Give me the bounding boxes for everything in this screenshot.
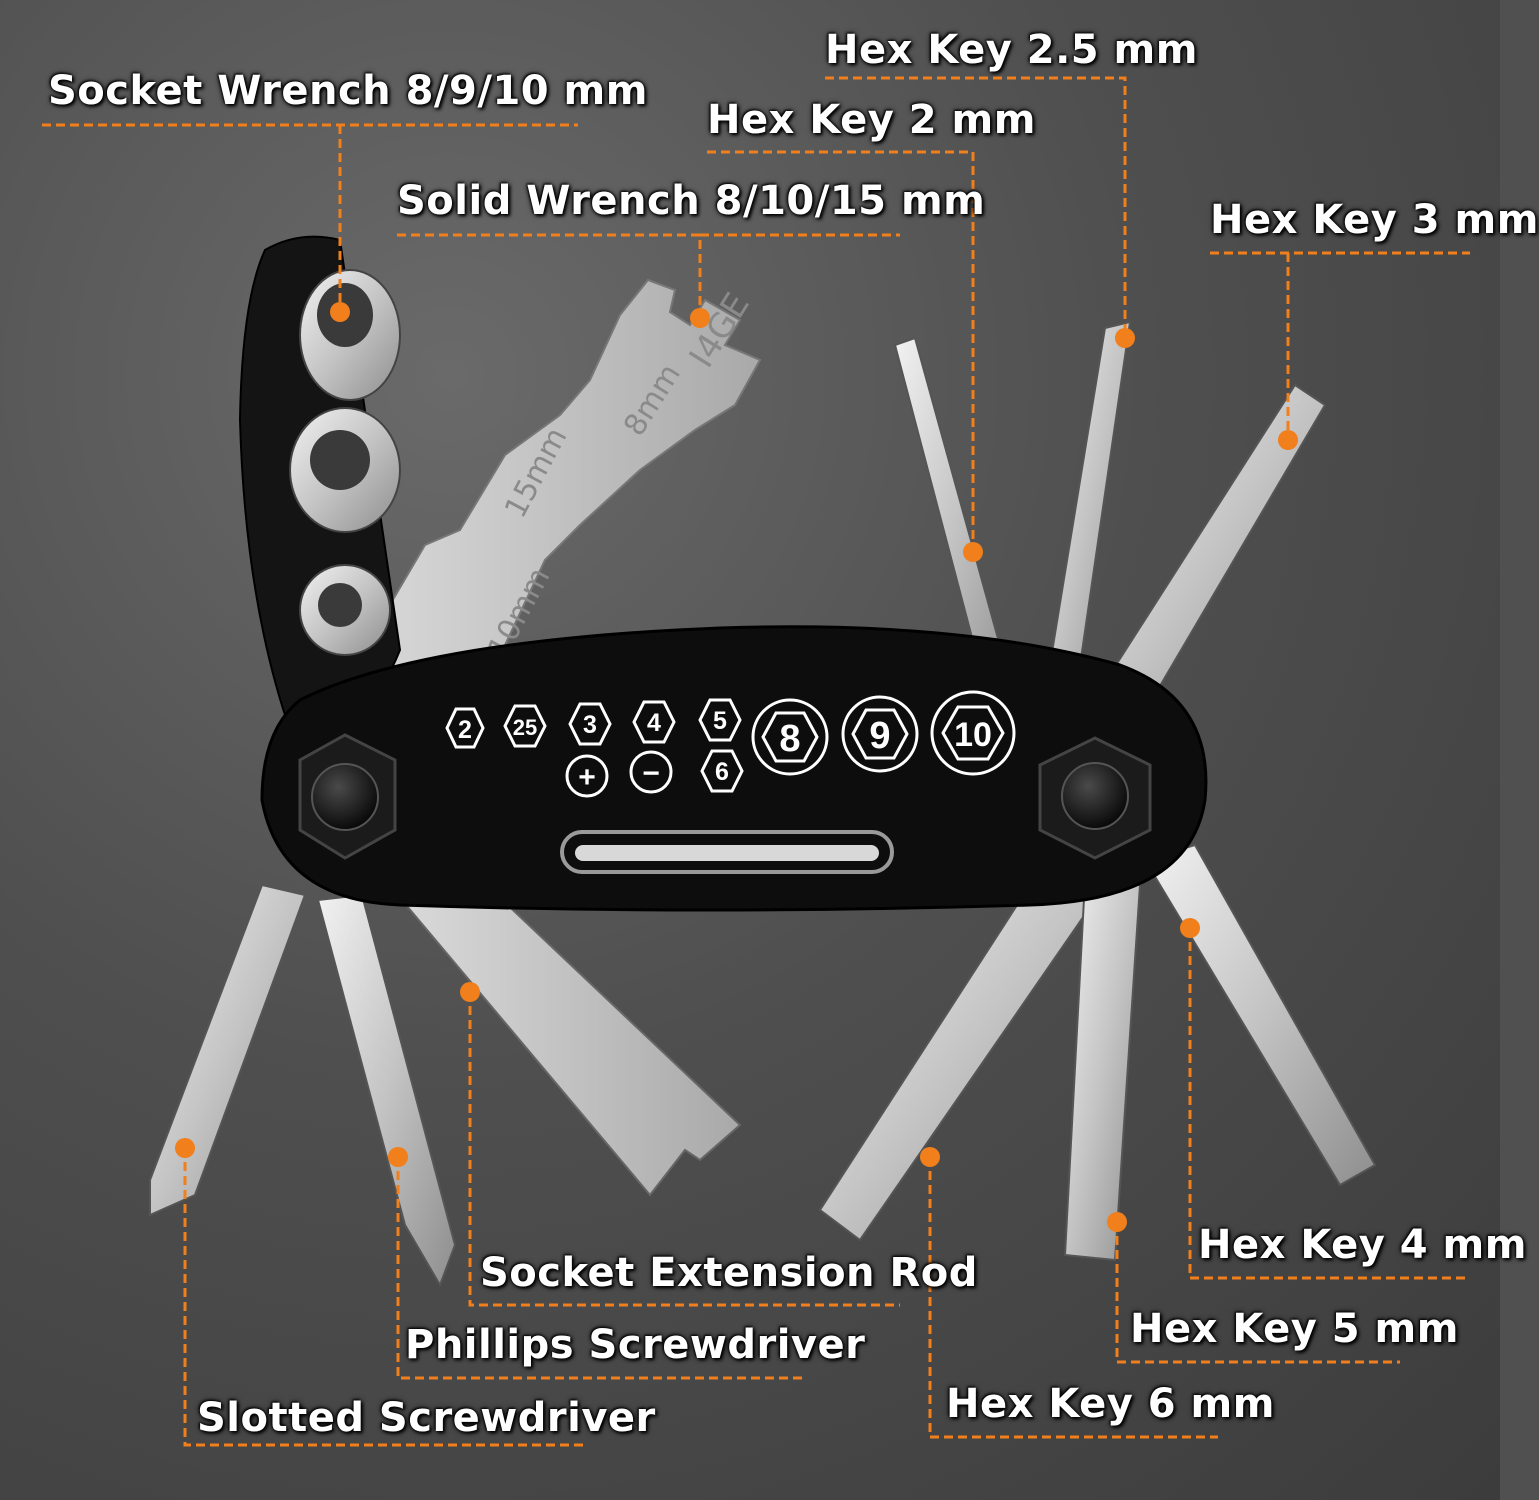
label-hex-key-5: Hex Key 5 mm xyxy=(1130,1306,1459,1352)
label-hex-key-6: Hex Key 6 mm xyxy=(946,1381,1275,1427)
phillips-screwdriver xyxy=(316,893,457,1288)
label-socket-wrench: Socket Wrench 8/9/10 mm xyxy=(48,68,648,114)
dot-phillips xyxy=(388,1147,408,1167)
tool-body: 2 25 3 4 5 + − 6 8 9 10 xyxy=(260,625,1208,912)
label-socket-extension-rod: Socket Extension Rod xyxy=(480,1250,978,1296)
leader-hex-5 xyxy=(1115,1222,1400,1364)
dot-extension-rod xyxy=(460,982,480,1002)
socket-wrench xyxy=(238,235,402,762)
dot-slotted xyxy=(175,1138,195,1158)
leader-phillips xyxy=(396,1157,805,1380)
phillips-marking xyxy=(565,754,609,798)
marking-slotted: − xyxy=(642,757,660,790)
marking-socket-10: 10 xyxy=(954,716,992,754)
dot-solid-wrench xyxy=(690,308,710,328)
marking-phillips: + xyxy=(578,761,596,794)
size-markings: 2 25 3 4 5 + − 6 8 9 10 xyxy=(445,690,1016,798)
leader-hex-2 xyxy=(707,150,975,552)
dot-hex-4 xyxy=(1180,918,1200,938)
dot-hex-2 xyxy=(963,542,983,562)
callout-lines xyxy=(42,76,1470,1447)
dot-hex-6 xyxy=(920,1147,940,1167)
callout-dots xyxy=(175,302,1298,1232)
hex-key-5mm xyxy=(1063,878,1142,1262)
right-bolt xyxy=(1038,736,1152,860)
socket-8mm xyxy=(299,564,391,656)
label-hex-key-3: Hex Key 3 mm xyxy=(1210,197,1539,243)
marking-hex-6: 6 xyxy=(715,758,729,786)
slotted-marking xyxy=(629,750,673,794)
marking-hex-5: 5 xyxy=(713,707,727,735)
dot-hex-3 xyxy=(1278,430,1298,450)
leader-hex-4 xyxy=(1188,928,1468,1280)
leader-hex-6 xyxy=(928,1157,1218,1439)
body-slot xyxy=(560,830,894,874)
hex-key-4mm xyxy=(1143,843,1377,1187)
label-slotted-screwdriver: Slotted Screwdriver xyxy=(197,1395,656,1441)
marking-socket-9: 9 xyxy=(869,715,890,757)
dot-hex-2-5 xyxy=(1115,328,1135,348)
body-slot-insert xyxy=(575,845,879,861)
slotted-screwdriver xyxy=(149,883,307,1217)
leader-slotted xyxy=(183,1148,588,1447)
upper-hex-keys xyxy=(893,320,1327,722)
label-hex-key-4: Hex Key 4 mm xyxy=(1198,1222,1527,1268)
marking-hex-3: 3 xyxy=(583,711,597,739)
hex-key-2-5mm xyxy=(1043,320,1132,702)
left-bolt xyxy=(298,733,397,860)
label-solid-wrench: Solid Wrench 8/10/15 mm xyxy=(397,178,986,224)
label-hex-key-2: Hex Key 2 mm xyxy=(707,97,1036,143)
marking-hex-4: 4 xyxy=(647,709,661,737)
dot-socket-wrench xyxy=(330,302,350,322)
leader-extension-rod xyxy=(468,992,900,1307)
socket-9mm xyxy=(289,407,401,533)
dot-hex-5 xyxy=(1107,1212,1127,1232)
socket-10mm xyxy=(299,269,401,401)
label-phillips-screwdriver: Phillips Screwdriver xyxy=(405,1322,866,1368)
multitool-illustration: I4GE 8mm 15mm 10mm xyxy=(42,76,1470,1447)
hex-key-6mm xyxy=(818,883,1097,1242)
marking-hex-2: 2 xyxy=(458,716,472,744)
label-hex-key-2-5: Hex Key 2.5 mm xyxy=(825,27,1198,73)
marking-hex-2-5: 25 xyxy=(513,715,537,740)
marking-socket-8: 8 xyxy=(779,718,800,760)
leader-hex-2-5 xyxy=(825,76,1127,338)
